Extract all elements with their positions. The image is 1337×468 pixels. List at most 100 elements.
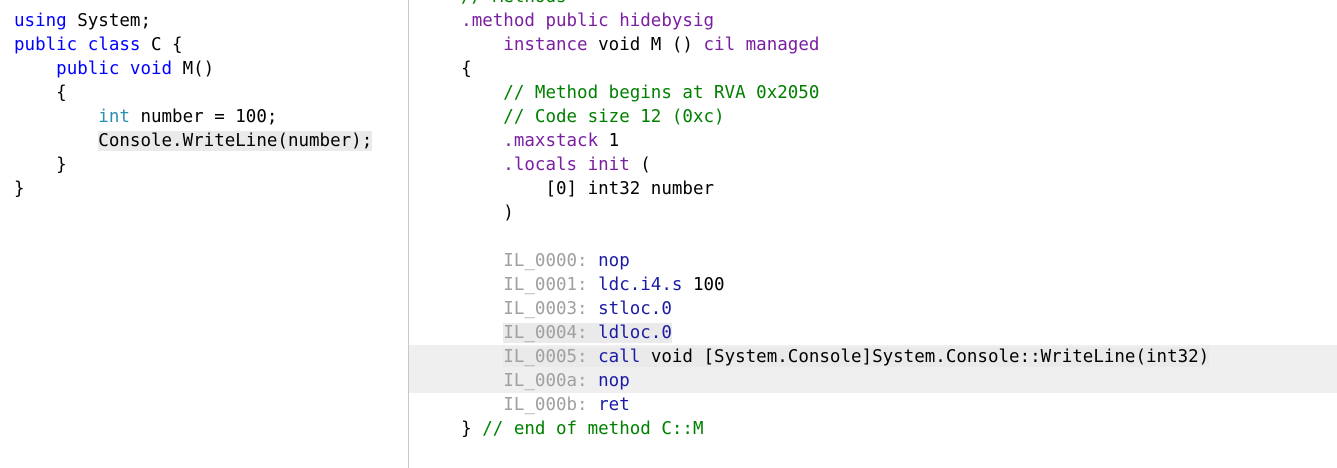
code-token: number = 100; xyxy=(129,107,278,127)
code-token: ( xyxy=(629,155,651,175)
csharp-code-line[interactable]: public class C { xyxy=(0,33,408,57)
code-token: void [System.Console]System.Console::Wri… xyxy=(640,347,1210,367)
line-indent xyxy=(0,11,14,31)
line-indent xyxy=(409,275,503,295)
line-indent xyxy=(409,419,461,439)
il-code-line[interactable]: .locals init ( xyxy=(409,153,1337,177)
csharp-code-line[interactable]: } xyxy=(0,177,408,201)
line-indent xyxy=(409,179,545,199)
line-indent xyxy=(409,83,503,103)
il-code-line[interactable]: instance void M () cil managed xyxy=(409,33,1337,57)
line-indent xyxy=(0,83,56,103)
il-code-line[interactable]: .maxstack 1 xyxy=(409,129,1337,153)
code-token: IL_0003: xyxy=(503,299,588,319)
code-token: // end of method C::M xyxy=(471,419,704,439)
line-indent xyxy=(409,227,419,247)
il-code-line[interactable]: .method public hidebysig xyxy=(409,9,1337,33)
il-code-line[interactable]: IL_0003: stloc.0 xyxy=(409,297,1337,321)
csharp-code-line[interactable]: public void M() xyxy=(0,57,408,81)
il-code-line[interactable]: IL_0001: ldc.i4.s 100 xyxy=(409,273,1337,297)
line-indent xyxy=(409,59,461,79)
il-code-line[interactable]: IL_000b: ret xyxy=(409,393,1337,417)
code-token: M() xyxy=(172,59,215,79)
il-code-line[interactable]: IL_0004: ldloc.0 xyxy=(409,321,1337,345)
line-indent xyxy=(0,131,98,151)
code-token: IL_0000: xyxy=(503,251,588,271)
csharp-editor-pane[interactable]: using System;public class C { public voi… xyxy=(0,0,408,468)
code-token: int xyxy=(98,107,130,127)
code-token: C { xyxy=(140,35,183,55)
code-token: cil managed xyxy=(703,35,820,55)
code-token: { xyxy=(461,59,472,79)
code-token: ret xyxy=(587,395,630,415)
code-token: // Method begins at RVA 0x2050 xyxy=(503,83,820,103)
line-indent xyxy=(0,35,14,55)
code-token: ldc.i4.s xyxy=(587,275,683,295)
line-indent xyxy=(409,371,503,391)
csharp-code-line[interactable]: Console.WriteLine(number); xyxy=(0,129,408,153)
code-token: instance xyxy=(503,35,588,55)
code-token: call xyxy=(587,347,641,367)
il-code-line[interactable]: IL_000a: nop xyxy=(409,369,1337,393)
il-code-line[interactable]: [0] int32 number xyxy=(409,177,1337,201)
code-token: .method public hidebysig xyxy=(461,11,715,31)
code-token: 1 xyxy=(598,131,620,151)
line-indent xyxy=(409,347,503,367)
il-code-line[interactable] xyxy=(409,225,1337,249)
csharp-code-line[interactable]: { xyxy=(0,81,408,105)
code-token: { xyxy=(56,83,67,103)
line-indent xyxy=(409,323,503,343)
code-token: System; xyxy=(66,11,151,31)
line-indent xyxy=(409,131,503,151)
il-code-line[interactable]: } // end of method C::M xyxy=(409,417,1337,441)
line-indent xyxy=(409,251,503,271)
il-code-line[interactable]: IL_0000: nop xyxy=(409,249,1337,273)
line-indent xyxy=(0,59,56,79)
code-token: } xyxy=(56,155,67,175)
code-token: nop xyxy=(587,371,630,391)
line-indent xyxy=(0,107,98,127)
il-code-line[interactable]: // Code size 12 (0xc) xyxy=(409,105,1337,129)
code-token: .locals init xyxy=(503,155,630,175)
code-token: IL_0004: ldloc.0 xyxy=(503,323,672,343)
code-token: stloc.0 xyxy=(587,299,672,319)
csharp-code-line[interactable]: int number = 100; xyxy=(0,105,408,129)
code-token: Console.WriteLine(number); xyxy=(98,131,373,151)
il-code-line[interactable]: // Method begins at RVA 0x2050 xyxy=(409,81,1337,105)
pane-divider[interactable] xyxy=(408,0,409,468)
code-token: .maxstack xyxy=(503,131,599,151)
line-indent xyxy=(409,0,461,7)
il-code-line[interactable]: IL_0005: call void [System.Console]Syste… xyxy=(409,345,1337,369)
code-token: [0] int32 number xyxy=(545,179,715,199)
il-output-pane[interactable]: // Methods .method public hidebysig inst… xyxy=(409,0,1337,468)
code-token: 100 xyxy=(682,275,725,295)
code-token: using xyxy=(14,11,67,31)
code-token: } xyxy=(461,419,472,439)
code-token: IL_0001: xyxy=(503,275,588,295)
code-token: public void xyxy=(56,59,173,79)
csharp-code-line[interactable]: using System; xyxy=(0,9,408,33)
line-indent xyxy=(0,179,14,199)
il-code-line[interactable]: { xyxy=(409,57,1337,81)
il-code-line[interactable]: ) xyxy=(409,201,1337,225)
line-indent xyxy=(409,11,461,31)
code-token: public class xyxy=(14,35,141,55)
line-indent xyxy=(409,395,503,415)
csharp-code-line[interactable]: } xyxy=(0,153,408,177)
line-indent xyxy=(409,155,503,175)
line-indent xyxy=(409,203,503,223)
code-token: // Code size 12 (0xc) xyxy=(503,107,725,127)
code-token: } xyxy=(14,179,25,199)
code-token: IL_000a: xyxy=(503,371,588,391)
il-code-line[interactable]: // Methods xyxy=(409,0,1337,9)
code-token: ) xyxy=(503,203,514,223)
code-token: void M () xyxy=(587,35,704,55)
code-token: IL_000b: xyxy=(503,395,588,415)
line-indent xyxy=(409,107,503,127)
code-token: nop xyxy=(587,251,630,271)
line-indent xyxy=(0,155,56,175)
line-indent xyxy=(409,35,503,55)
code-token: IL_0005: xyxy=(503,347,588,367)
line-indent xyxy=(409,299,503,319)
code-token: // Methods xyxy=(461,0,566,7)
